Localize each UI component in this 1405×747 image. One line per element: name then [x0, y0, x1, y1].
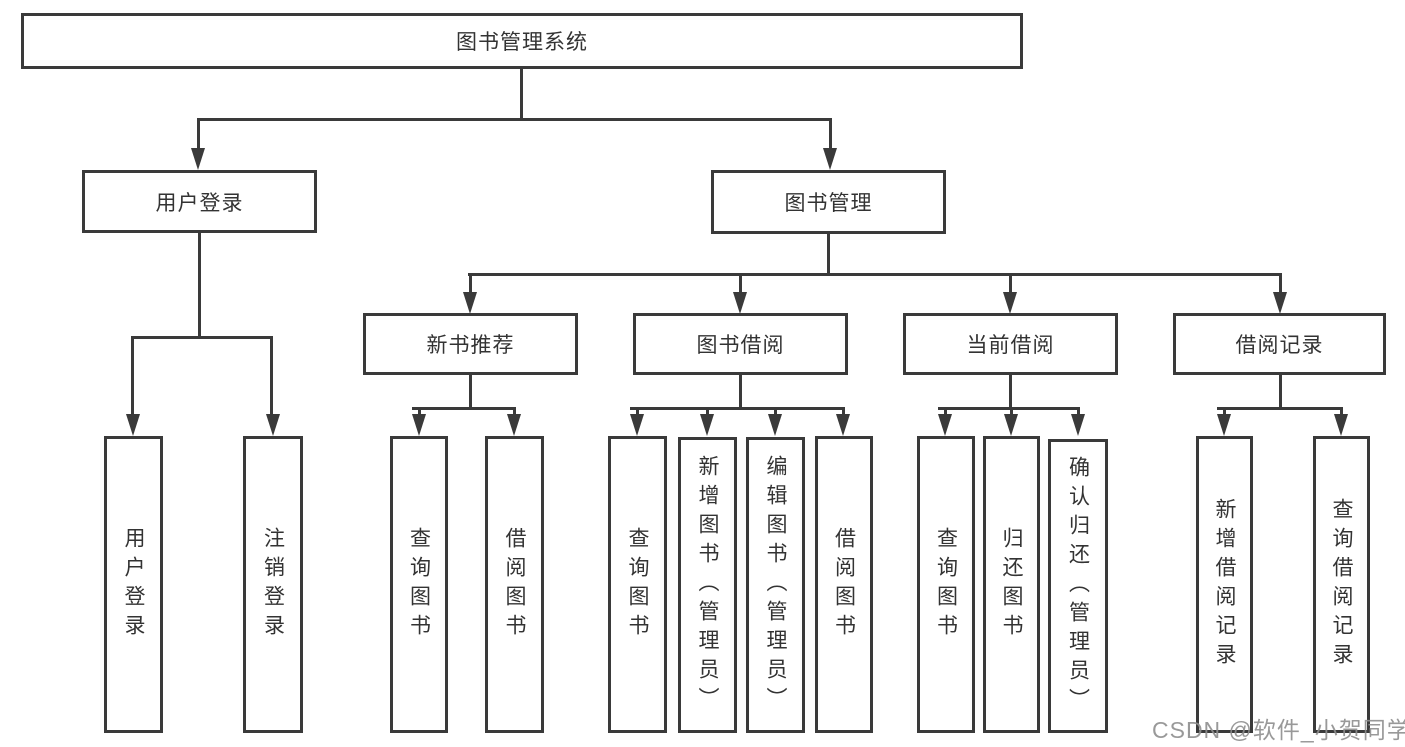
node-book-mgmt: 图书管理 [711, 170, 946, 234]
connector-user-login-crossbar [131, 336, 273, 339]
arrow-down-icon [700, 414, 714, 436]
arrow-down-icon [507, 414, 521, 436]
connector-user-login-arm-left [131, 336, 134, 415]
leaf-cb-confirm-return-label: 确认归还（管理员） [1066, 455, 1090, 717]
arrow-down-icon [463, 292, 477, 314]
node-new-book-rec: 新书推荐 [363, 313, 578, 375]
arrow-down-icon [768, 414, 782, 436]
leaf-rec-borrow-book-label: 借阅图书 [503, 526, 526, 643]
leaf-bb-query-book-label: 查询图书 [626, 526, 649, 643]
leaf-bb-add-book-label: 新增图书（管理员） [696, 454, 719, 716]
connector-borrow-records-crossbar [1217, 407, 1343, 410]
connector-book-mgmt-arm-1 [469, 273, 472, 294]
connector-book-borrow-crossbar [630, 407, 845, 410]
connector-book-mgmt-arm-3 [1009, 273, 1012, 294]
csdn-watermark: CSDN @软件_小贺同学 [1152, 717, 1405, 743]
arrow-down-icon [1334, 414, 1348, 436]
connector-borrow-records-arm-2 [1340, 407, 1343, 417]
connector-root-arm-left [197, 118, 200, 151]
leaf-bb-borrow-book: 借阅图书 [815, 436, 873, 733]
connector-book-borrow-arm-2 [706, 407, 709, 417]
node-borrow-records: 借阅记录 [1173, 313, 1386, 375]
arrow-down-icon [1071, 414, 1085, 436]
arrow-down-icon [823, 148, 837, 170]
connector-new-book-rec-arm-2 [513, 407, 516, 417]
arrow-down-icon [412, 414, 426, 436]
connector-root-arm-right [829, 118, 832, 151]
leaf-logout: 注销登录 [243, 436, 303, 733]
leaf-cb-query-book-label: 查询图书 [934, 526, 958, 643]
connector-borrow-records-arm-1 [1223, 407, 1226, 417]
connector-user-login-arm-right [270, 336, 273, 415]
connector-book-borrow-arm-4 [842, 407, 845, 417]
node-book-borrow: 图书借阅 [633, 313, 848, 375]
arrow-down-icon [836, 414, 850, 436]
leaf-rec-borrow-book: 借阅图书 [485, 436, 544, 733]
connector-current-borrow-stem [1009, 375, 1012, 407]
arrow-down-icon [126, 414, 140, 436]
node-borrow-records-label: 借阅记录 [1235, 334, 1324, 357]
connector-borrow-records-stem [1279, 375, 1282, 407]
leaf-br-query-record: 查询借阅记录 [1313, 436, 1370, 733]
node-current-borrow-label: 当前借阅 [966, 334, 1055, 357]
connector-book-borrow-arm-1 [636, 407, 639, 417]
leaf-cb-return-book: 归还图书 [983, 436, 1040, 733]
connector-current-borrow-crossbar [938, 407, 1080, 410]
leaf-cb-query-book: 查询图书 [917, 436, 975, 733]
leaf-rec-query-book: 查询图书 [390, 436, 448, 733]
leaf-bb-edit-book: 编辑图书（管理员） [746, 437, 805, 733]
connector-new-book-rec-crossbar [412, 407, 516, 410]
arrow-down-icon [630, 414, 644, 436]
connector-user-login-stem [198, 233, 201, 336]
arrow-down-icon [1003, 292, 1017, 314]
node-book-mgmt-label: 图书管理 [784, 192, 873, 215]
leaf-user-login-label: 用户登录 [122, 526, 145, 643]
leaf-bb-borrow-book-label: 借阅图书 [832, 526, 856, 643]
node-current-borrow: 当前借阅 [903, 313, 1118, 375]
leaf-cb-confirm-return: 确认归还（管理员） [1048, 439, 1108, 733]
leaf-bb-add-book: 新增图书（管理员） [678, 437, 737, 733]
connector-root-stem [520, 69, 523, 118]
connector-new-book-rec-stem [469, 375, 472, 407]
leaf-bb-query-book: 查询图书 [608, 436, 667, 733]
leaf-user-login: 用户登录 [104, 436, 163, 733]
leaf-rec-query-book-label: 查询图书 [407, 526, 431, 643]
connector-root-crossbar [197, 118, 832, 121]
arrow-down-icon [733, 292, 747, 314]
connector-book-mgmt-arm-4 [1279, 273, 1282, 294]
node-book-borrow-label: 图书借阅 [696, 334, 785, 357]
node-root-label: 图书管理系统 [456, 31, 588, 54]
connector-current-borrow-arm-1 [944, 407, 947, 417]
connector-book-borrow-stem [739, 375, 742, 407]
node-user-login: 用户登录 [82, 170, 317, 233]
arrow-down-icon [938, 414, 952, 436]
leaf-br-add-record-label: 新增借阅记录 [1213, 497, 1236, 672]
node-new-book-rec-label: 新书推荐 [426, 334, 515, 357]
connector-new-book-rec-arm-1 [418, 407, 421, 417]
connector-book-borrow-arm-3 [774, 407, 777, 417]
leaf-bb-edit-book-label: 编辑图书（管理员） [764, 454, 787, 716]
leaf-cb-return-book-label: 归还图书 [1000, 526, 1023, 643]
node-root: 图书管理系统 [21, 13, 1023, 69]
arrow-down-icon [266, 414, 280, 436]
arrow-down-icon [1217, 414, 1231, 436]
node-user-login-label: 用户登录 [155, 191, 244, 215]
leaf-br-add-record: 新增借阅记录 [1196, 436, 1253, 733]
connector-book-mgmt-crossbar [468, 273, 1282, 276]
connector-current-borrow-arm-3 [1077, 407, 1080, 417]
arrow-down-icon [1004, 414, 1018, 436]
connector-book-mgmt-stem [827, 234, 830, 273]
leaf-logout-label: 注销登录 [261, 526, 285, 643]
leaf-br-query-record-label: 查询借阅记录 [1330, 497, 1353, 672]
arrow-down-icon [1273, 292, 1287, 314]
connector-book-mgmt-arm-2 [739, 273, 742, 294]
arrow-down-icon [191, 148, 205, 170]
connector-current-borrow-arm-2 [1010, 407, 1013, 417]
